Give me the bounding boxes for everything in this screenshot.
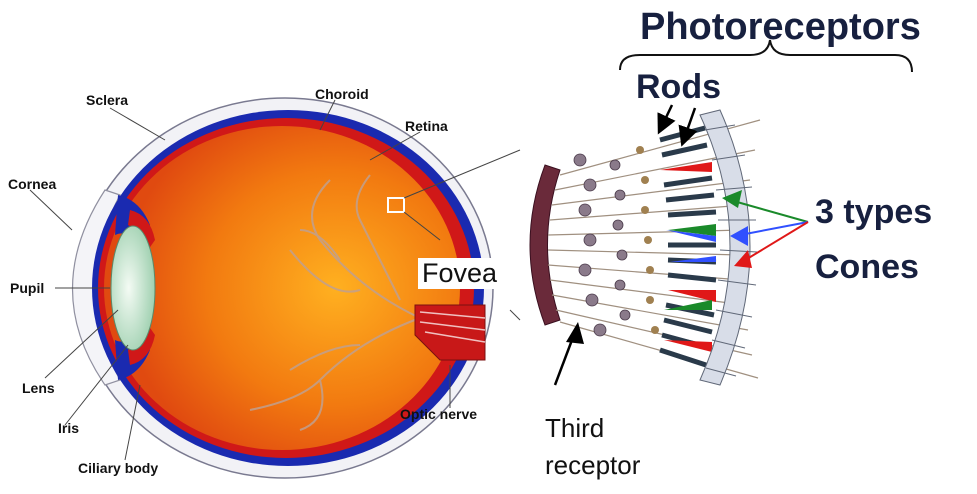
label-pupil: Pupil	[10, 280, 44, 296]
retina-cross-section	[530, 110, 760, 385]
title-photoreceptors: Photoreceptors	[640, 6, 921, 49]
label-cornea: Cornea	[8, 176, 56, 192]
third-receptor-line2: receptor	[545, 450, 640, 481]
rods-arrow-1	[660, 105, 672, 130]
rods-arrow-2	[683, 108, 695, 142]
label-lens: Lens	[22, 380, 55, 396]
label-iris: Iris	[58, 420, 79, 436]
fovea-label: Fovea	[418, 258, 501, 289]
cones-label-line1: 3 types	[815, 193, 932, 232]
label-choroid: Choroid	[315, 86, 369, 102]
label-sclera: Sclera	[86, 92, 128, 108]
third-receptor-line1: Third	[545, 413, 604, 444]
label-ciliary-body: Ciliary body	[78, 460, 158, 476]
label-optic-nerve: Optic nerve	[400, 406, 477, 422]
rods-label: Rods	[636, 68, 721, 107]
cones-label-line2: Cones	[815, 248, 919, 287]
lens-shape	[111, 226, 155, 350]
label-retina: Retina	[405, 118, 448, 134]
